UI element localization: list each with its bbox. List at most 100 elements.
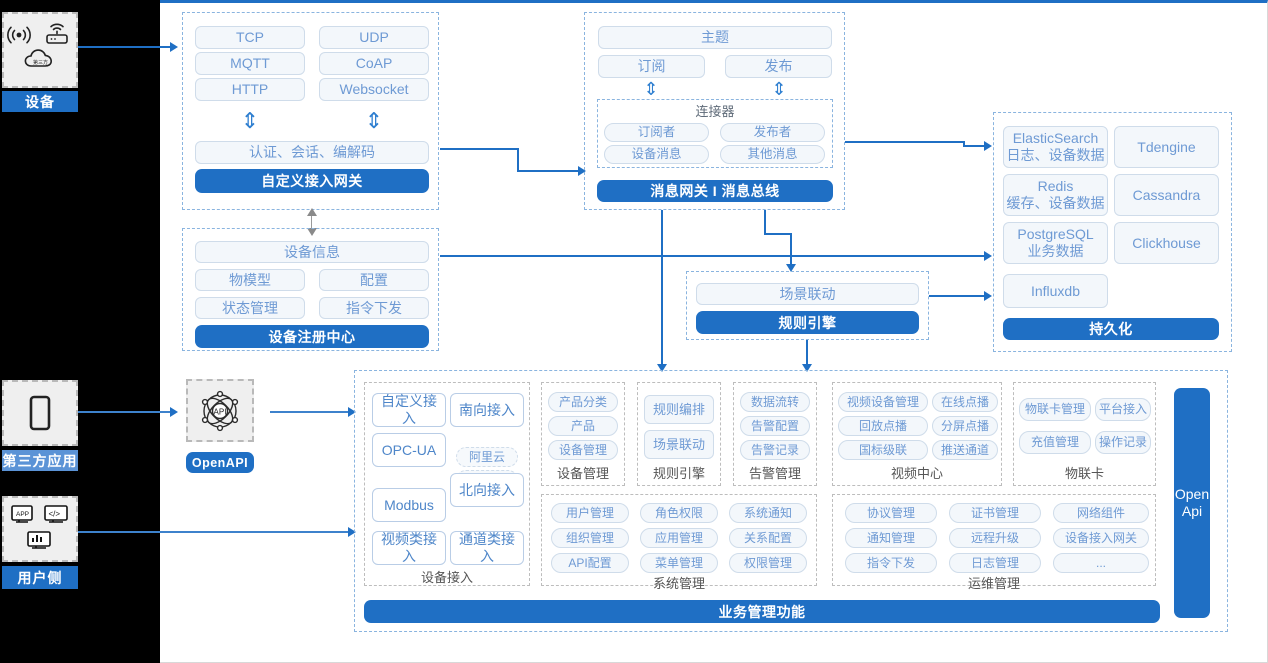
store-cassandra[interactable]: Cassandra <box>1114 174 1219 216</box>
vc-push-channel[interactable]: 推送通道 <box>932 440 998 460</box>
protocol-udp[interactable]: UDP <box>319 26 429 49</box>
double-arrow-sub-icon: ⇕ <box>643 79 659 99</box>
sm-user-mgmt[interactable]: 用户管理 <box>551 503 629 523</box>
bus-topic[interactable]: 主题 <box>598 26 832 49</box>
connector-group-title: 连接器 <box>695 103 735 119</box>
protocol-coap[interactable]: CoAP <box>319 52 429 75</box>
openapi-vertical-bar[interactable]: Open Api <box>1174 388 1210 618</box>
rule-scene-linkage[interactable]: 场景联动 <box>696 283 919 305</box>
connector-third-party-to-openapi <box>78 411 170 413</box>
rule-engine-bar[interactable]: 规则引擎 <box>696 311 919 334</box>
access-channel[interactable]: 通道类接入 <box>450 531 524 565</box>
connector-other-message[interactable]: 其他消息 <box>720 145 825 164</box>
access-southbound[interactable]: 南向接入 <box>450 393 524 427</box>
sm-system-notice[interactable]: 系统通知 <box>729 503 807 523</box>
om-protocol-mgmt[interactable]: 协议管理 <box>845 503 937 523</box>
connector-device-message[interactable]: 设备消息 <box>604 145 709 164</box>
device-access-group <box>364 382 530 586</box>
svg-text:</>: </> <box>49 510 61 519</box>
alarm-mgmt-group <box>733 382 817 486</box>
connector-gateway-to-bus-v <box>517 148 519 172</box>
sm-org-mgmt[interactable]: 组织管理 <box>551 528 629 548</box>
registry-command-dispatch[interactable]: 指令下发 <box>319 297 429 319</box>
registry-device-info[interactable]: 设备信息 <box>195 241 429 263</box>
ic-recharge-mgmt[interactable]: 充值管理 <box>1019 431 1091 454</box>
vc-gb-cascade[interactable]: 国标级联 <box>838 440 928 460</box>
registry-thing-model[interactable]: 物模型 <box>195 269 305 291</box>
connector-bus-to-rule-v2 <box>790 233 792 270</box>
gateway-middle-layer[interactable]: 认证、会话、编解码 <box>195 141 429 164</box>
vc-online-play[interactable]: 在线点播 <box>932 392 998 412</box>
am-data-flow[interactable]: 数据流转 <box>740 392 810 412</box>
access-custom[interactable]: 自定义接入 <box>372 393 446 427</box>
om-remote-upgrade[interactable]: 远程升级 <box>949 528 1041 548</box>
dm-product-category[interactable]: 产品分类 <box>548 392 618 412</box>
dm-device-management[interactable]: 设备管理 <box>548 440 618 460</box>
connector-publisher[interactable]: 发布者 <box>720 123 825 142</box>
store-clickhouse[interactable]: Clickhouse <box>1114 222 1219 264</box>
message-bus-group <box>584 12 845 210</box>
arrow-device-to-gateway <box>170 42 178 52</box>
access-opcua[interactable]: OPC-UA <box>372 433 446 467</box>
arrow-bus-to-persist <box>984 141 992 151</box>
connector-rule-down <box>806 340 808 370</box>
store-redis[interactable]: Redis 缓存、设备数据 <box>1003 174 1108 216</box>
ic-operation-log[interactable]: 操作记录 <box>1095 431 1151 454</box>
business-bar[interactable]: 业务管理功能 <box>364 600 1160 623</box>
openapi-line1: Open <box>1174 485 1210 502</box>
access-modbus[interactable]: Modbus <box>372 488 446 522</box>
sm-permission-mgmt[interactable]: 权限管理 <box>729 553 807 573</box>
sm-app-mgmt[interactable]: 应用管理 <box>640 528 718 548</box>
store-influxdb[interactable]: Influxdb <box>1003 274 1108 308</box>
sm-api-config[interactable]: API配置 <box>551 553 629 573</box>
registry-config[interactable]: 配置 <box>319 269 429 291</box>
sm-relation-config[interactable]: 关系配置 <box>729 528 807 548</box>
ic-platform-access[interactable]: 平台接入 <box>1095 398 1151 421</box>
connector-bus-to-rule-h <box>764 233 792 235</box>
om-notice-mgmt[interactable]: 通知管理 <box>845 528 937 548</box>
bus-subscribe[interactable]: 订阅 <box>598 55 705 78</box>
protocol-mqtt[interactable]: MQTT <box>195 52 305 75</box>
am-alarm-config[interactable]: 告警配置 <box>740 416 810 436</box>
om-more[interactable]: ... <box>1053 553 1149 573</box>
om-device-gateway[interactable]: 设备接入网关 <box>1053 528 1149 548</box>
bus-publish[interactable]: 发布 <box>725 55 832 78</box>
sm-menu-mgmt[interactable]: 菜单管理 <box>640 553 718 573</box>
vc-split-screen[interactable]: 分屏点播 <box>932 416 998 436</box>
access-aliyun[interactable]: 阿里云 <box>456 447 518 467</box>
re-rule-orchestration[interactable]: 规则编排 <box>644 395 714 424</box>
registry-bar[interactable]: 设备注册中心 <box>195 325 429 348</box>
dm-product[interactable]: 产品 <box>548 416 618 436</box>
user-side-icon-box: APP </> <box>2 496 78 562</box>
store-tdengine[interactable]: Tdengine <box>1114 126 1219 168</box>
store-elasticsearch[interactable]: ElasticSearch 日志、设备数据 <box>1003 126 1108 168</box>
om-log-mgmt[interactable]: 日志管理 <box>949 553 1041 573</box>
connector-subscriber[interactable]: 订阅者 <box>604 123 709 142</box>
gateway-bar[interactable]: 自定义接入网关 <box>195 169 429 193</box>
protocol-tcp[interactable]: TCP <box>195 26 305 49</box>
om-command-dispatch[interactable]: 指令下发 <box>845 553 937 573</box>
ic-card-mgmt[interactable]: 物联卡管理 <box>1019 398 1091 421</box>
access-northbound[interactable]: 北向接入 <box>450 473 524 507</box>
protocol-websocket[interactable]: Websocket <box>319 78 429 101</box>
registry-state-mgmt[interactable]: 状态管理 <box>195 297 305 319</box>
connector-rule-to-persist <box>929 295 987 297</box>
rail-label-third-party: 第三方应用 <box>2 450 78 471</box>
vc-video-device-mgmt[interactable]: 视频设备管理 <box>838 392 928 412</box>
api-network-icon: API <box>201 390 239 431</box>
access-video[interactable]: 视频类接入 <box>372 531 446 565</box>
store-postgresql[interactable]: PostgreSQL 业务数据 <box>1003 222 1108 264</box>
om-network-component[interactable]: 网络组件 <box>1053 503 1149 523</box>
sm-role-permission[interactable]: 角色权限 <box>640 503 718 523</box>
message-bus-bar[interactable]: 消息网关 I 消息总线 <box>597 180 833 202</box>
store-name: ElasticSearch <box>1012 130 1099 147</box>
am-alarm-record[interactable]: 告警记录 <box>740 440 810 460</box>
vc-playback[interactable]: 回放点播 <box>838 416 928 436</box>
re-scene-linkage[interactable]: 场景联动 <box>644 430 714 459</box>
connector-openapi-to-business <box>270 411 355 413</box>
openapi-label[interactable]: OpenAPI <box>186 452 254 473</box>
arrow-third-party-to-openapi <box>170 407 178 417</box>
om-cert-mgmt[interactable]: 证书管理 <box>949 503 1041 523</box>
protocol-http[interactable]: HTTP <box>195 78 305 101</box>
persistence-bar[interactable]: 持久化 <box>1003 318 1219 340</box>
